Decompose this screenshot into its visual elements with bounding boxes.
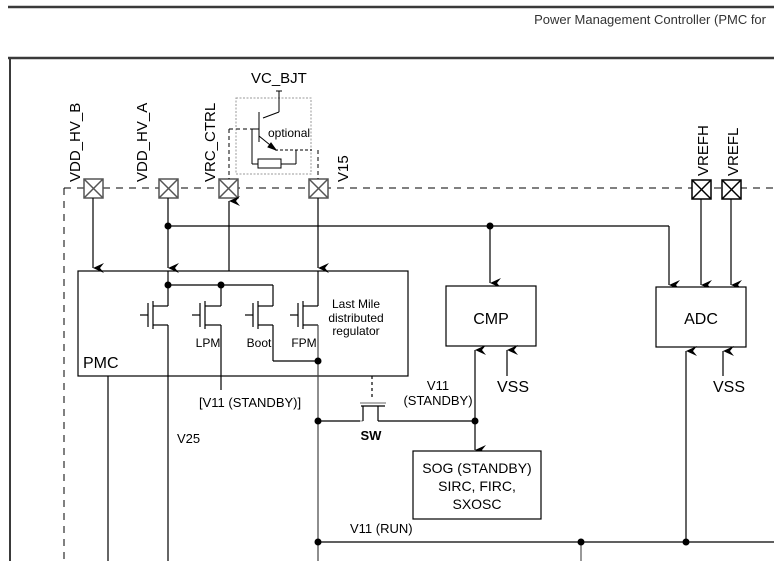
junction-dot (471, 417, 479, 425)
junction-dot (682, 538, 690, 546)
pad-vdd-hv-a (158, 178, 179, 199)
pin-label-vdd-hv-b: VDD_HV_B (67, 103, 84, 182)
wires (92, 196, 742, 290)
sog-label-line2: SIRC, FIRC, (438, 478, 516, 494)
junction-dot (164, 281, 172, 289)
sog-label-line3: SXOSC (452, 496, 501, 512)
pin-label-vrefh: VREFH (695, 125, 712, 176)
pmc-label: PMC (83, 355, 119, 372)
pin-label-vrefl: VREFL (725, 128, 742, 176)
pad-vrc-ctrl (218, 178, 239, 199)
sog-label-line1: SOG (STANDBY) (422, 460, 531, 476)
transistor-lpm (192, 285, 222, 390)
transistor-boot (245, 285, 318, 362)
pin-label-v15: V15 (335, 155, 352, 182)
optional-box (235, 97, 312, 175)
adc-label: ADC (684, 311, 718, 328)
pmc-block (77, 270, 409, 377)
standby-switch (318, 345, 486, 455)
transistor-label-fpm: FPM (291, 336, 316, 350)
transistor-label-lpm: LPM (196, 336, 221, 350)
cmp-label: CMP (473, 311, 509, 328)
pin-label-vrc-ctrl: VRC_CTRL (202, 103, 219, 182)
transistor-main (140, 285, 169, 561)
adc-block (655, 286, 747, 348)
cmp-block (445, 285, 537, 347)
bjt-resistor (257, 158, 282, 169)
optional-bjt-circuit (228, 90, 319, 179)
junction-dot (217, 281, 225, 289)
junction-dot (314, 417, 322, 425)
junction-dot (486, 222, 494, 230)
pad-v15 (308, 178, 329, 199)
transistor-label-boot: Boot (247, 336, 272, 350)
cmp-vss-label: VSS (497, 379, 529, 396)
pin-label-vdd-hv-a: VDD_HV_A (134, 103, 151, 182)
bjt-optional-note: optional (268, 126, 310, 140)
net-label-v11-standby-line1: V11 (427, 378, 449, 393)
junction-dot (314, 357, 322, 365)
regulator-label-line2: distributed (328, 311, 383, 325)
pmc-transistors (107, 271, 373, 561)
net-label-v11-run: V11 (RUN) (350, 521, 413, 536)
chip-boundary (63, 187, 774, 561)
pad-vdd-hv-b (83, 178, 104, 199)
junction-dot (164, 222, 172, 230)
adc-vss-label: VSS (713, 379, 745, 396)
junction-dot (314, 538, 322, 546)
regulator-label-line1: Last Mile (332, 297, 380, 311)
v11-run-bus (318, 541, 774, 561)
sog-block (412, 450, 542, 520)
net-label-v25: V25 (177, 431, 200, 446)
regulator-label-line3: regulator (332, 324, 379, 338)
bjt-supply-label: VC_BJT (251, 70, 307, 87)
switch-label: SW (361, 428, 383, 443)
junction-dot (577, 538, 585, 546)
pad-vrefh (691, 179, 712, 200)
pad-vrefl (721, 179, 742, 200)
header-title: Power Management Controller (PMC for (534, 12, 767, 27)
net-label-v11-standby-line2: (STANDBY) (403, 393, 472, 408)
transistor-fpm (290, 271, 319, 561)
net-label-v11-standby-bracket: [V11 (STANDBY)] (199, 395, 301, 410)
